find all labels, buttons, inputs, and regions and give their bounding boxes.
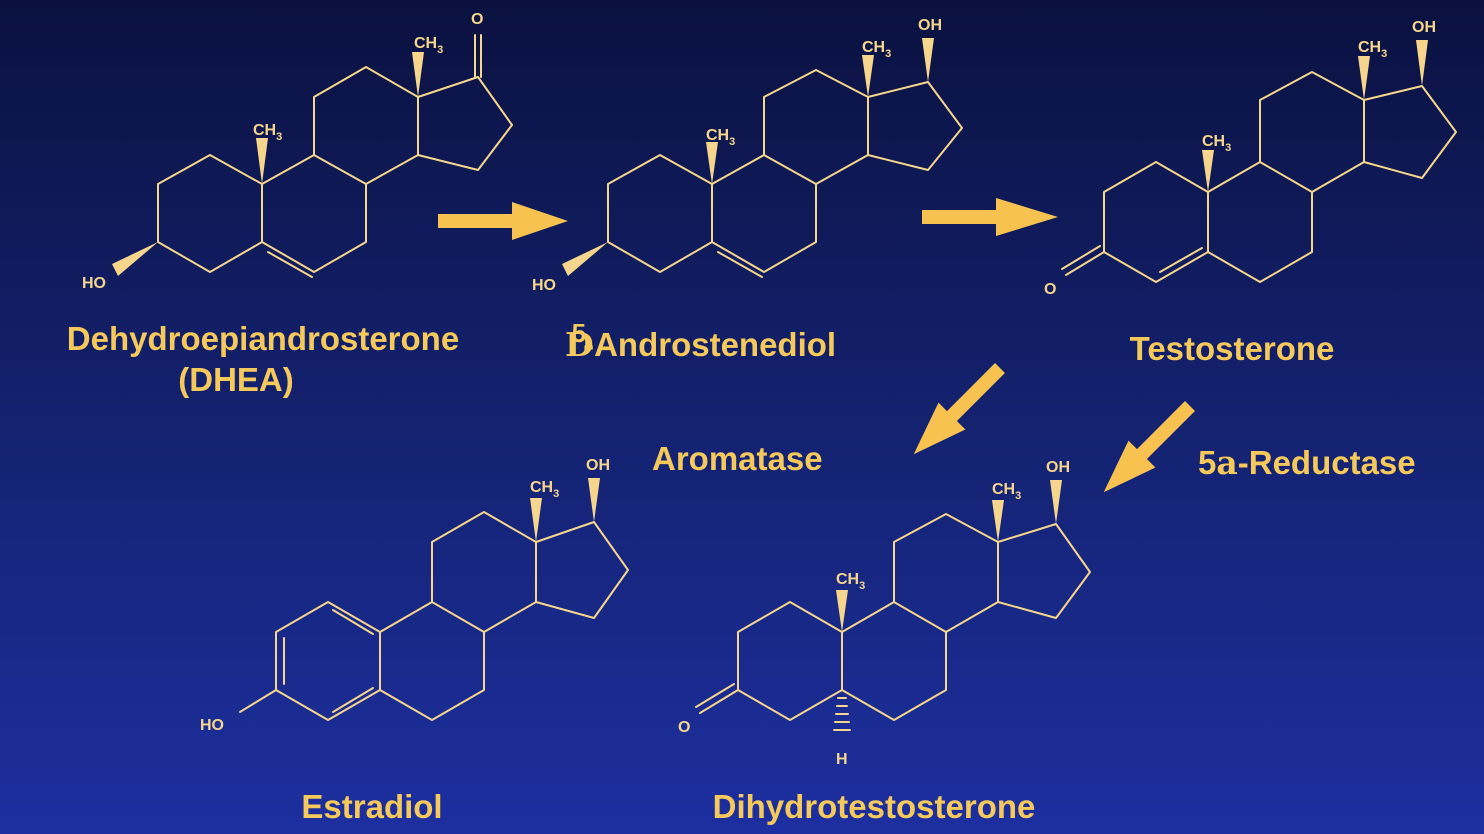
estradiol-3oh-label: HO: [200, 717, 224, 734]
dhea-structure: CH3 CH3 O HO: [82, 11, 513, 292]
testosterone-structure: CH3 CH3 OH O: [1044, 19, 1457, 298]
estradiol-structure: CH3 OH HO: [200, 457, 629, 734]
dht-ketone-o-label: O: [678, 719, 690, 736]
estradiol-c18-methyl-label: CH3: [530, 479, 559, 500]
arrow-testosterone-to-estradiol: [913, 363, 1005, 455]
dhea-ketone-o-label: O: [471, 11, 483, 28]
estradiol-name: Estradiol: [301, 788, 442, 825]
testosterone-17oh-label: OH: [1412, 19, 1436, 36]
androstenediol-name: D5-Androstenediol: [565, 318, 836, 364]
dht-c18-methyl-label: CH3: [992, 481, 1021, 502]
arrow-testosterone-to-dht: [1103, 401, 1195, 493]
dhea-c18-methyl-label: CH3: [414, 35, 443, 56]
aromatase-label: Aromatase: [652, 440, 823, 477]
androstenediol-c19-methyl-label: CH3: [706, 127, 735, 148]
androstenediol-c18-methyl-label: CH3: [862, 39, 891, 60]
dht-5alpha-h-label: H: [836, 751, 848, 768]
arrow-dhea-to-androstenediol: [438, 202, 568, 240]
testosterone-c19-methyl-label: CH3: [1202, 133, 1231, 154]
delta-superscript: 5: [572, 318, 586, 348]
testosterone-ketone-o-label: O: [1044, 281, 1056, 298]
dht-name: Dihydrotestosterone: [713, 788, 1036, 825]
testosterone-name: Testosterone: [1130, 330, 1335, 367]
delta-symbol: D: [565, 325, 594, 364]
androstenediol-structure: CH3 CH3 OH HO: [532, 17, 963, 294]
testosterone-c18-methyl-label: CH3: [1358, 39, 1387, 60]
dhea-hydroxyl-label: HO: [82, 275, 106, 292]
arrow-androstenediol-to-testosterone: [922, 198, 1058, 236]
dhea-name: Dehydroepiandrosterone: [67, 320, 459, 357]
dhea-abbreviation: (DHEA): [178, 361, 293, 398]
estradiol-17oh-label: OH: [586, 457, 610, 474]
alpha-symbol: a: [1216, 443, 1237, 482]
dhea-c19-methyl-label: CH3: [253, 122, 282, 143]
dht-structure: CH3 CH3 OH O H: [678, 459, 1091, 768]
dht-17oh-label: OH: [1046, 459, 1070, 476]
androstenediol-17oh-label: OH: [918, 17, 942, 34]
androstenediol-3oh-label: HO: [532, 277, 556, 294]
reductase-label: 5a-Reductase: [1198, 443, 1416, 482]
dht-c19-methyl-label: CH3: [836, 571, 865, 592]
